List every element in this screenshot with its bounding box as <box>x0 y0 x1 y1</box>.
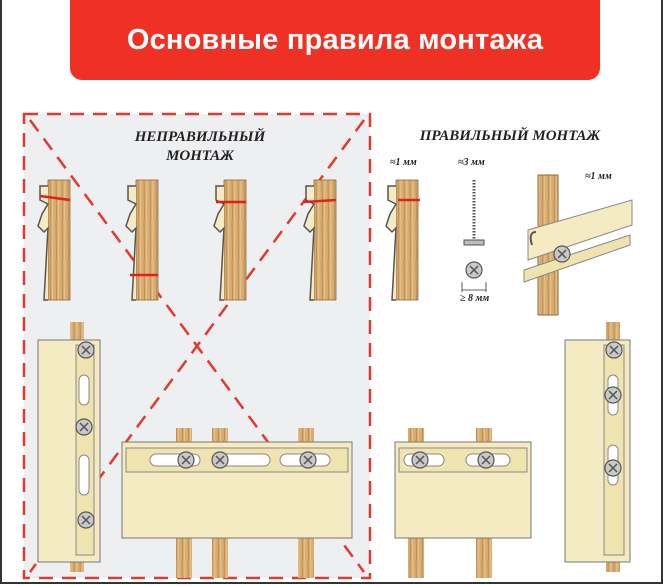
right-profile <box>385 179 420 301</box>
wrong-mounting-title: НЕПРАВИЛЬНЫЙ МОНТАЖ <box>110 128 290 166</box>
wrong-profile-3 <box>213 179 247 301</box>
screw-head-label: ≥ 8 мм <box>460 293 490 304</box>
wrong-vertical-panel <box>37 322 101 572</box>
screw-diagram <box>461 180 487 292</box>
wrong-horizontal-panel <box>121 428 353 578</box>
right-mounting-title: ПРАВИЛЬНЫЙ МОНТАЖ <box>419 128 601 144</box>
screw-diameter-label: ≈3 мм <box>458 157 485 168</box>
wrong-title-line-1: НЕПРАВИЛЬНЫЙ <box>134 129 266 145</box>
gap-label: ≈1 мм <box>390 157 417 168</box>
wrong-title-line-2: МОНТАЖ <box>166 148 234 164</box>
right-3d-mount <box>523 174 633 316</box>
page-title: Основные правила монтажа <box>70 0 600 80</box>
gap-label-2: ≈1 мм <box>585 171 612 182</box>
wrong-profile-4 <box>303 179 337 301</box>
wrong-profile-2 <box>125 179 159 301</box>
right-horizontal-panel <box>394 428 532 578</box>
wrong-profile-1 <box>37 179 71 301</box>
right-vertical-panel <box>564 322 631 572</box>
